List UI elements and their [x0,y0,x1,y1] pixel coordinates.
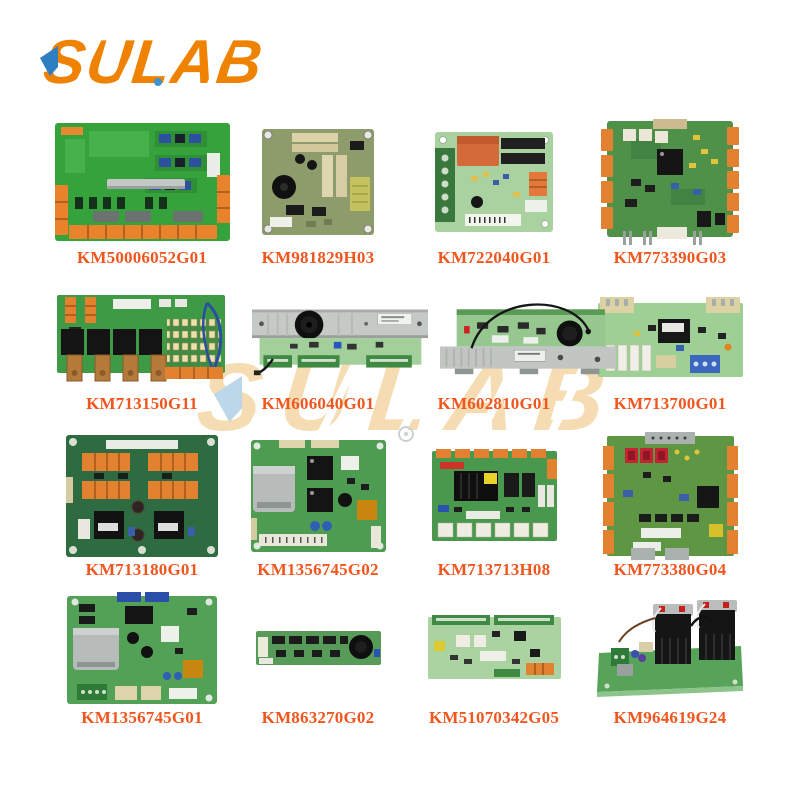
pcb-photo-km1356745g02 [230,434,406,558]
product-card-5: KM713150G11 [54,286,230,434]
logo-dot-accent [154,78,162,86]
product-card-8: KM713700G01 [582,286,758,434]
product-card-6: KM606040G01 [230,286,428,434]
pcb-photo-km713713h08 [406,434,582,558]
part-number-label-16: KM964619G24 [613,708,727,727]
part-number-label-8: KM713700G01 [613,394,727,413]
part-number-label-6: KM606040G01 [261,394,375,413]
part-number-label-15: KM51070342G05 [428,708,560,727]
pcb-photo-km773390g03 [582,118,758,246]
pcb-photo-km964619g24 [582,590,758,706]
part-number-label-3: KM722040G01 [437,248,551,267]
product-card-12: KM773380G04 [582,432,758,590]
part-number-label-5: KM713150G11 [86,394,198,413]
pcb-photo-km713180g01 [54,434,230,558]
brand-logo: SULAB [40,28,274,102]
pcb-photo-km713150g11 [54,286,230,392]
product-card-2: KM981829H03 [230,118,406,286]
product-card-13: KM1356745G01 [54,590,230,800]
product-card-15: KM51070342G05 [406,590,582,800]
product-card-14: KM863270G02 [230,590,406,800]
product-row: KM713180G01 [54,432,758,590]
brand-watermark: SULAB [192,344,638,451]
part-number-label-12: KM773380G04 [613,560,727,579]
watermark-registered-ring [398,426,414,442]
pcb-photo-km50006052g01 [54,118,230,246]
pcb-photo-km606040g01 [252,286,428,392]
part-number-label-2: KM981829H03 [261,248,375,267]
product-card-16: KM964619G24 [582,590,758,800]
product-card-10: KM1356745G02 [230,434,406,590]
part-number-label-4: KM773390G03 [613,248,727,267]
product-row: KM1356745G01 KM863270G02 [54,590,758,800]
pcb-photo-km51070342g05 [406,590,582,706]
pcb-photo-km773380g04 [582,432,758,560]
product-card-7: KM602810G01 [406,286,616,434]
pcb-photo-km602810g01 [440,286,616,392]
product-row: KM50006052G01 [54,118,758,286]
pcb-photo-km1356745g01 [54,590,230,706]
pcb-photo-km713700g01 [582,286,758,392]
part-number-label-9: KM713180G01 [85,560,199,579]
product-card-1: KM50006052G01 [54,118,230,286]
part-number-label-1: KM50006052G01 [76,248,208,267]
pcb-photo-km981829h03 [230,118,406,246]
pcb-photo-km722040g01 [406,118,582,246]
product-card-11: KM713713H08 [406,434,582,590]
product-card-9: KM713180G01 [54,434,230,590]
product-row: KM713150G11 [54,286,758,434]
watermark-ring-dot [404,432,408,436]
part-number-label-13: KM1356745G01 [81,708,203,727]
pcb-photo-km863270g02 [230,590,406,706]
part-number-label-10: KM1356745G02 [257,560,379,579]
product-card-3: KM722040G01 [406,118,582,286]
product-card-4: KM773390G03 [582,118,758,286]
part-number-label-11: KM713713H08 [437,560,551,579]
product-grid: KM50006052G01 [54,118,758,800]
part-number-label-7: KM602810G01 [437,394,551,413]
part-number-label-14: KM863270G02 [261,708,375,727]
